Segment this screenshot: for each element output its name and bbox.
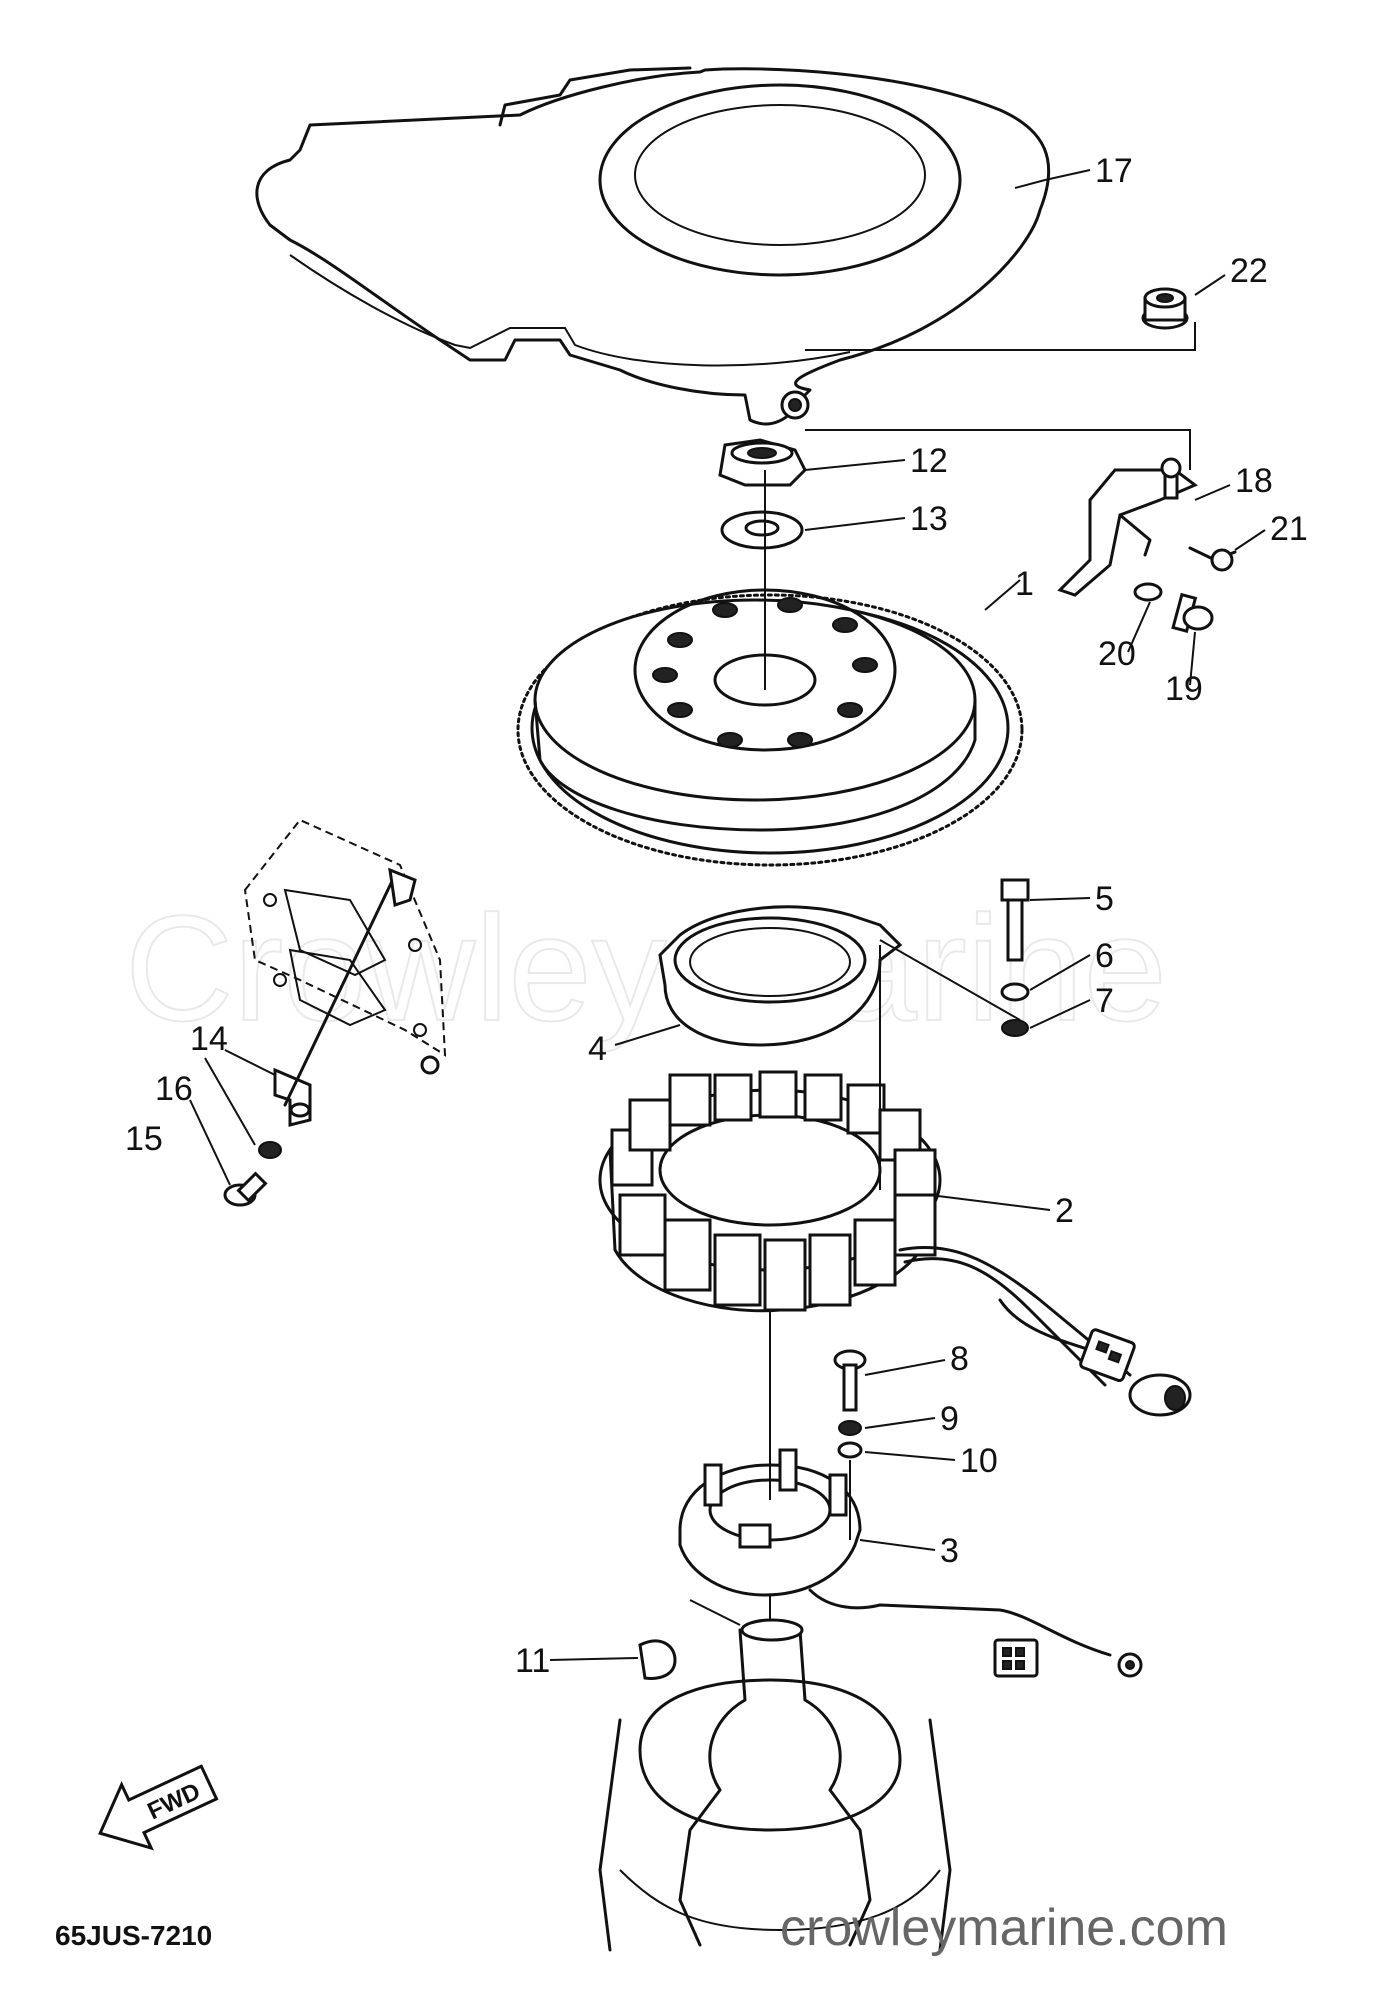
flywheel-nut-part <box>718 438 807 487</box>
callout-14: 14 <box>190 1020 228 1058</box>
watermark: Crowley Marine <box>125 884 1167 1052</box>
callout-5: 5 <box>1095 880 1114 918</box>
callout-8: 8 <box>950 1340 969 1378</box>
callout-labels: 17 22 12 13 18 21 1 20 19 5 6 7 4 14 16 … <box>125 152 1308 1680</box>
callout-6: 6 <box>1095 937 1114 975</box>
callout-16: 16 <box>155 1070 193 1108</box>
flywheel-washer-part <box>720 510 804 550</box>
plate-clip-link <box>283 873 397 1107</box>
pulser-washer-part <box>837 1441 863 1459</box>
woodruff-key-part <box>638 1639 677 1680</box>
callout-3: 3 <box>940 1532 959 1570</box>
callout-13: 13 <box>910 500 948 538</box>
stator-connector-round <box>1128 1373 1192 1417</box>
callout-19: 19 <box>1165 670 1203 708</box>
assembly-guide-lines <box>764 322 1196 1620</box>
diagram-code: 65JUS-7210 <box>55 1920 212 1951</box>
site-url: crowleymarine.com <box>780 1899 1228 1957</box>
ground-terminal <box>1117 1652 1143 1678</box>
callout-17: 17 <box>1095 152 1133 190</box>
callout-4: 4 <box>588 1030 607 1068</box>
callout-15: 15 <box>125 1120 163 1158</box>
pulser-connector <box>993 1638 1039 1678</box>
plain-washer-part <box>1001 1019 1029 1037</box>
leader-lines <box>189 169 1266 1661</box>
cotter-pin-part <box>1188 546 1237 572</box>
pulser-bracket-part <box>1057 457 1198 597</box>
clip-screw-part <box>223 1171 268 1207</box>
callout-18: 18 <box>1235 462 1273 500</box>
forward-direction-arrow: FWD <box>98 1764 219 1851</box>
callout-20: 20 <box>1098 635 1136 673</box>
callout-11: 11 <box>515 1642 550 1680</box>
callout-21: 21 <box>1270 510 1308 548</box>
bracket-bolt-part <box>1171 592 1214 633</box>
pulser-screw-part <box>833 1349 867 1412</box>
stator-connector-4pin <box>1079 1328 1136 1383</box>
lock-washer-part <box>1000 982 1030 1002</box>
callout-12: 12 <box>910 442 948 480</box>
stator-bolt-part <box>1000 878 1030 962</box>
powerhead-crankcase <box>598 1599 952 1952</box>
callout-2: 2 <box>1055 1192 1074 1230</box>
cable-clip-part <box>273 1067 312 1127</box>
callout-22: 22 <box>1230 252 1268 290</box>
callout-9: 9 <box>940 1400 959 1438</box>
stator-base-part <box>658 905 903 1047</box>
flywheel-part <box>516 588 1024 867</box>
callout-10: 10 <box>960 1442 998 1480</box>
plate-clip-holder <box>388 867 417 907</box>
pulser-coil-part <box>678 1448 1112 1657</box>
bracket-washer-part <box>1133 582 1163 602</box>
stator-part <box>598 1070 1132 1387</box>
mounting-plate-part <box>243 818 447 1075</box>
clip-washer-part <box>258 1141 282 1159</box>
pulser-lock-washer-part <box>838 1420 862 1436</box>
grommet-part <box>1141 287 1189 330</box>
flywheel-cover-part <box>255 66 1051 426</box>
callout-7: 7 <box>1095 982 1114 1020</box>
callout-1: 1 <box>1015 565 1034 603</box>
